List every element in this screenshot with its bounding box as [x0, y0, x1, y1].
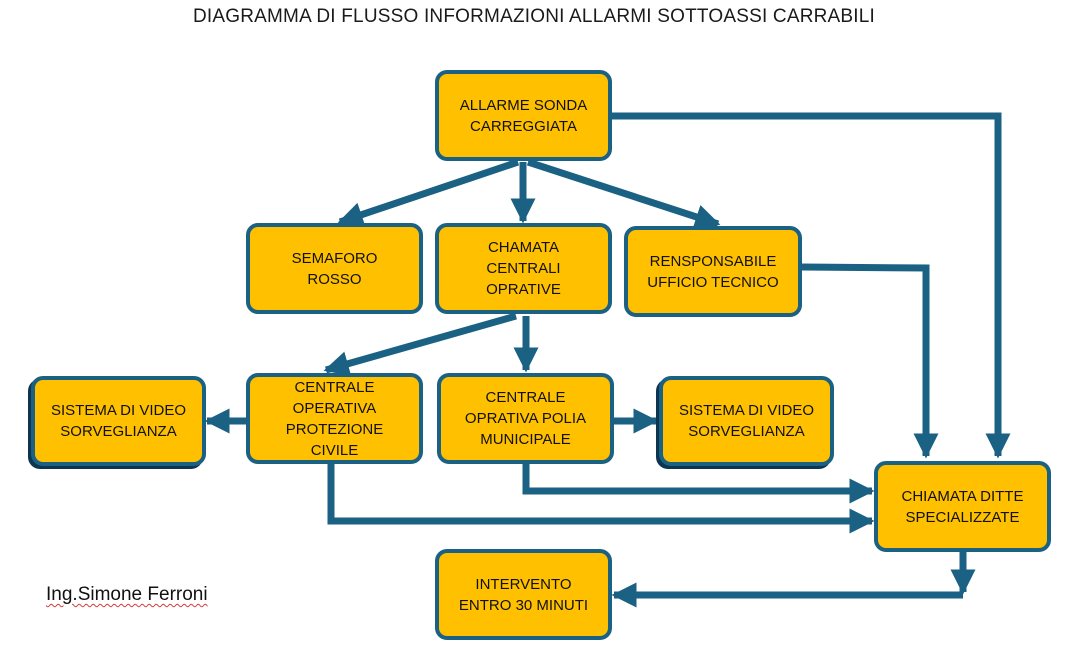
node-polizia-municipale: CENTRALE OPRATIVA POLIA MUNICIPALE	[437, 373, 614, 464]
node-video-sorveglianza-right: SISTEMA DI VIDEO SORVEGLIANZA	[659, 376, 834, 466]
arrow-protezione-ditte	[327, 464, 875, 534]
diagram-title: DIAGRAMMA DI FLUSSO INFORMAZIONI ALLARMI…	[192, 6, 876, 27]
arrow-allarme-ditte	[612, 112, 1011, 459]
arrow-allarme-responsabile	[526, 158, 721, 229]
node-video-sorveglianza-left: SISTEMA DI VIDEO SORVEGLIANZA	[31, 376, 206, 466]
node-semaforo-rosso: SEMAFORO ROSSO	[246, 223, 423, 314]
node-chiamata-ditte: CHIAMATA DITTE SPECIALIZZATE	[874, 461, 1051, 552]
node-chiamata-centrali: CHAMATA CENTRALI OPRATIVE	[435, 223, 612, 314]
arrow-responsabile-ditte	[801, 263, 939, 459]
arrow-allarme-semaforo	[337, 158, 520, 227]
author-signature: Ing.Simone Ferroni	[46, 584, 208, 605]
node-protezione-civile: CENTRALE OPERATIVA PROTEZIONE CIVILE	[246, 373, 423, 464]
node-allarme-sonda: ALLARME SONDA CARREGGIATA	[435, 70, 612, 161]
node-responsabile-ufficio-tecnico: RENSPONSABILE UFFICIO TECNICO	[624, 226, 802, 317]
arrow-polizia-ditte	[522, 464, 875, 504]
node-intervento: INTERVENTO ENTRO 30 MINUTI	[435, 549, 612, 640]
arrow-chiamata-protezione	[323, 312, 517, 376]
